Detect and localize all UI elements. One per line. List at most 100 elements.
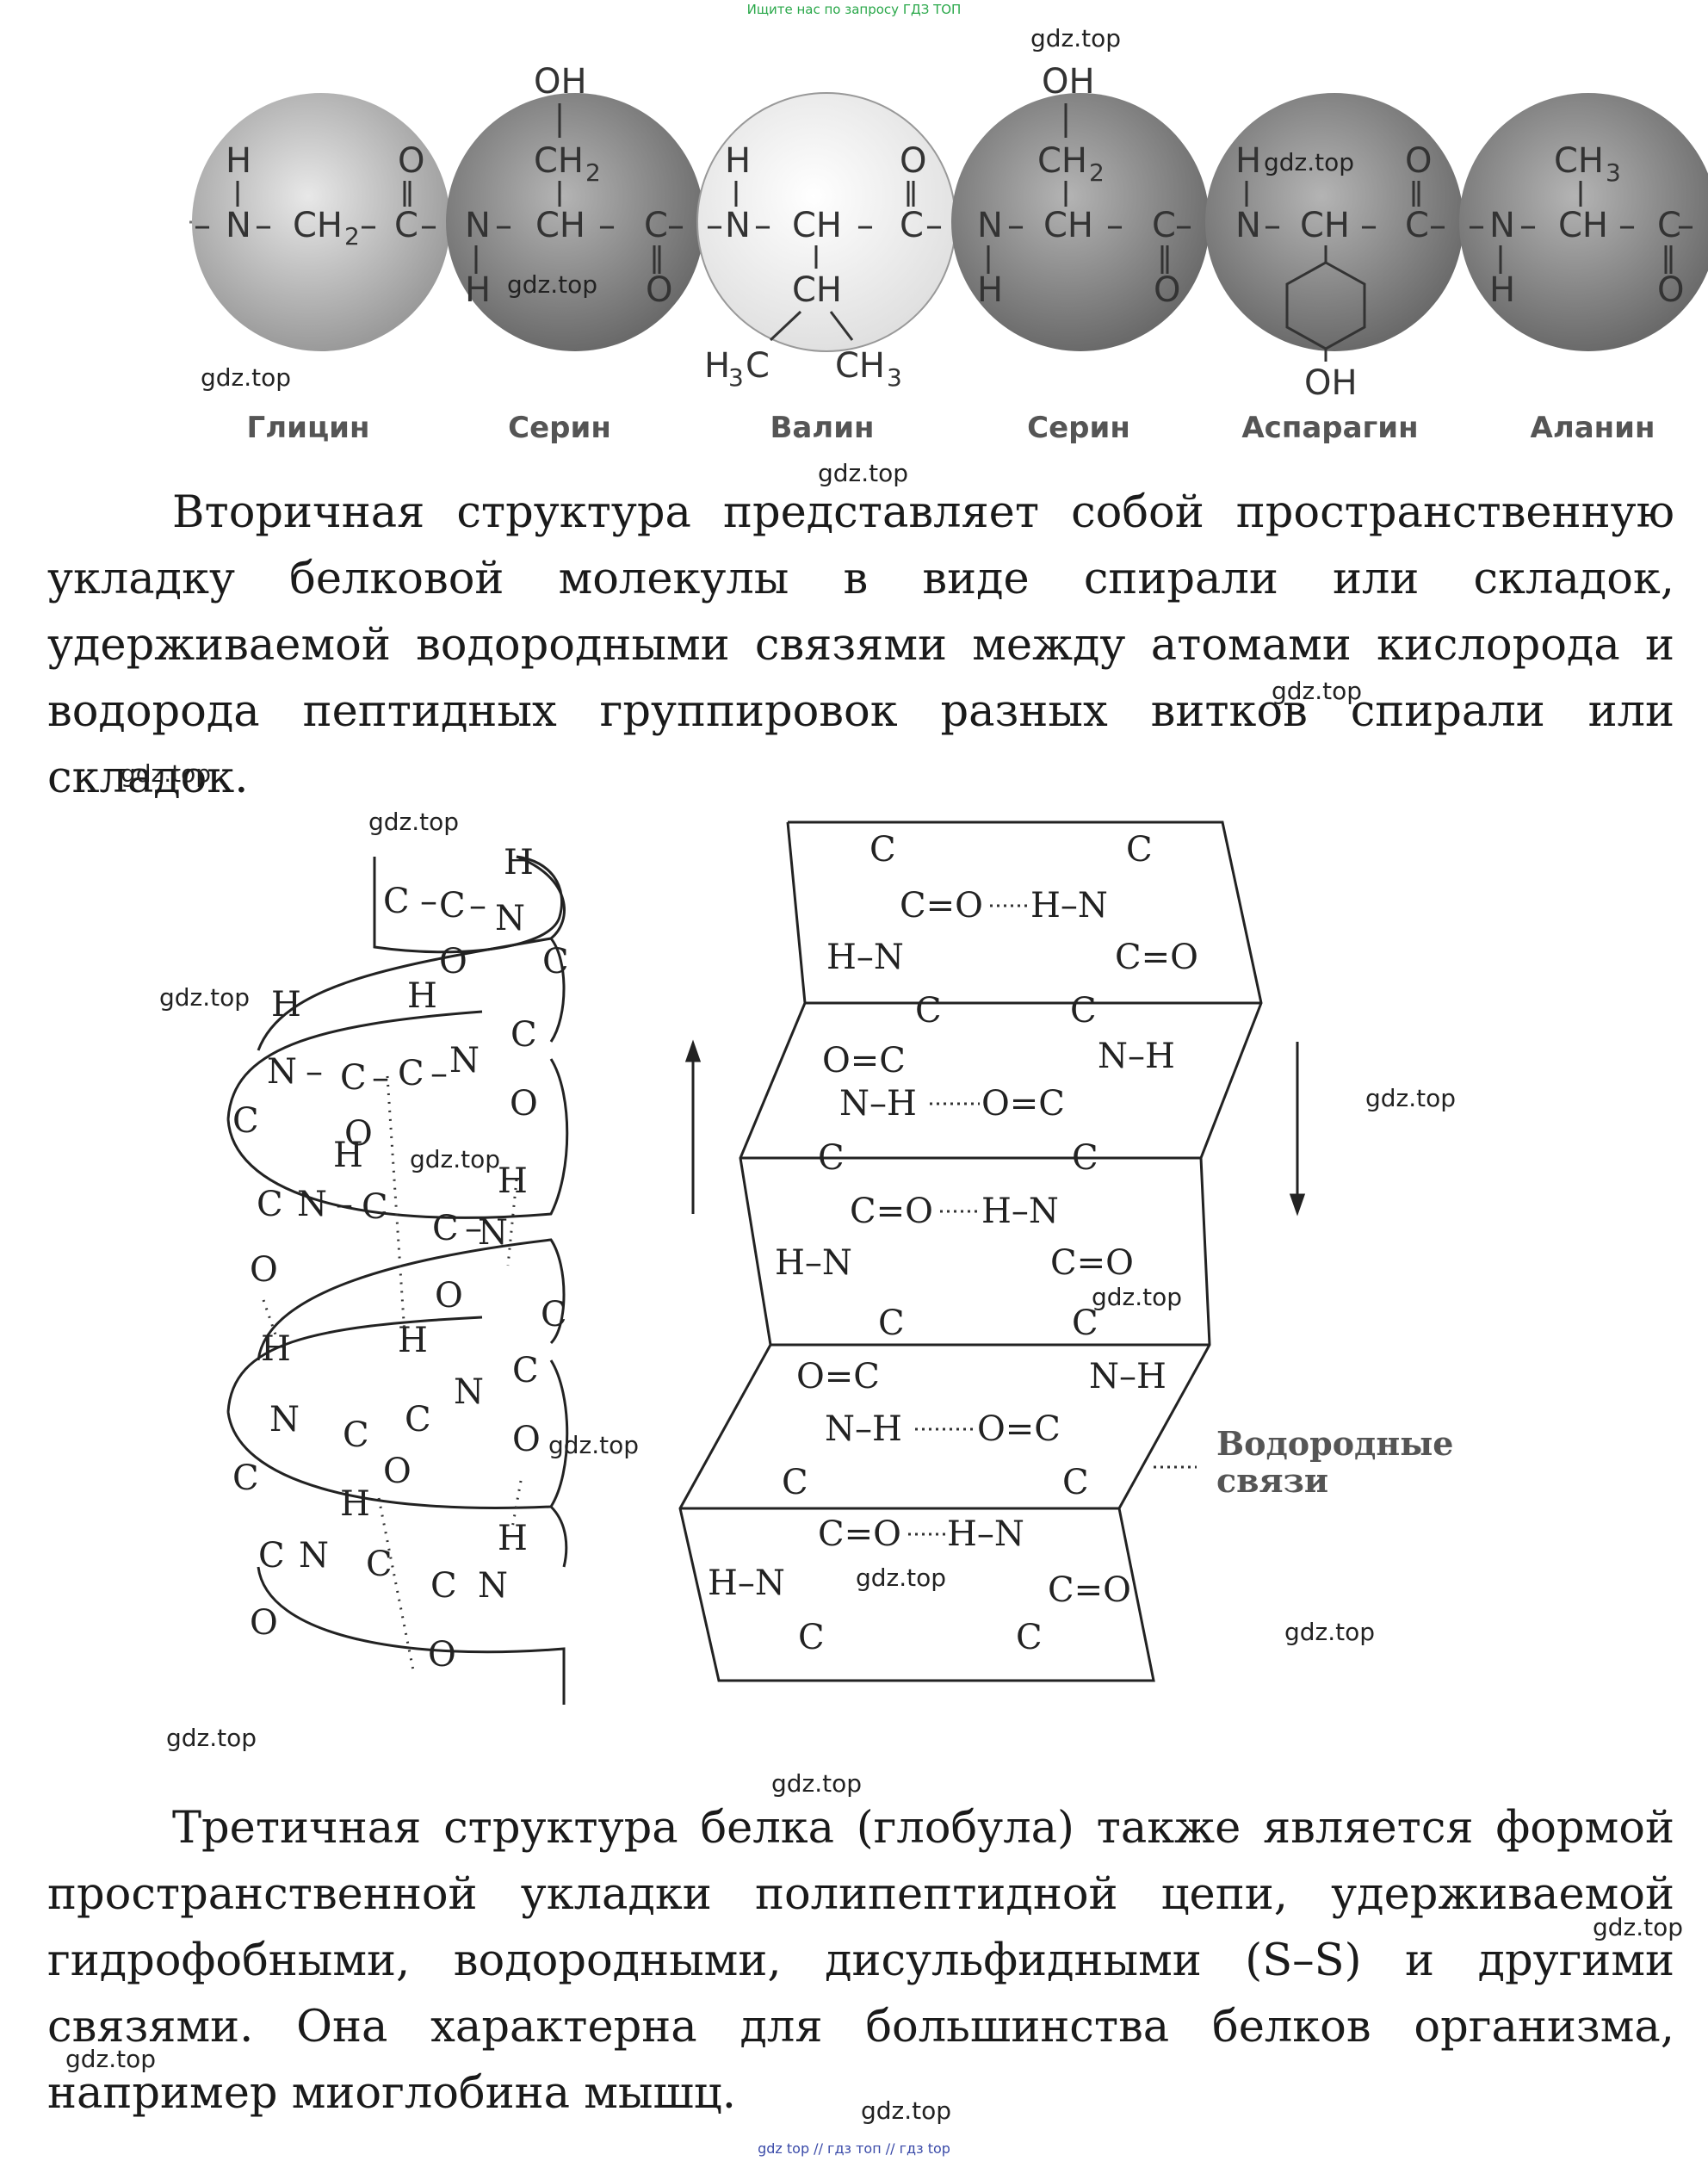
svg-text:–: – [857, 206, 874, 245]
svg-text:3: 3 [728, 363, 744, 392]
svg-text:C: C [258, 1536, 285, 1576]
svg-text:N: N [1235, 206, 1261, 245]
amino-label-serine-2: Серин [1027, 411, 1130, 445]
svg-text:C: C [512, 1351, 539, 1390]
svg-text:CH: CH [1554, 141, 1604, 181]
svg-text:C: C [398, 1054, 424, 1093]
svg-text:H: H [725, 141, 751, 181]
svg-text:O: O [344, 1114, 373, 1154]
alpha-helix [226, 855, 569, 1705]
amino-label-alanine: Аланин [1531, 411, 1655, 445]
svg-text:H: H [261, 1329, 291, 1369]
watermark: gdz.top [1092, 1283, 1183, 1311]
svg-text:–: – [1429, 206, 1446, 245]
svg-text:O=C: O=C [977, 1409, 1061, 1449]
svg-text:C: C [1072, 1138, 1098, 1178]
watermark: gdz.top [1284, 1618, 1376, 1646]
svg-text:H–N: H–N [981, 1192, 1059, 1231]
svg-text:N: N [465, 206, 491, 245]
svg-text:C: C [818, 1138, 845, 1178]
svg-text:–: – [255, 206, 272, 245]
svg-text:H: H [271, 985, 301, 1025]
svg-text:C: C [915, 991, 942, 1031]
svg-text:O: O [435, 1276, 463, 1316]
svg-text:C: C [900, 206, 924, 245]
svg-text:H: H [704, 346, 730, 386]
svg-text:N: N [454, 1372, 484, 1412]
svg-text:–: – [306, 1052, 323, 1092]
svg-text:–: – [420, 882, 437, 921]
svg-text:H: H [977, 270, 1003, 310]
watermark: gdz.top [1030, 24, 1122, 53]
alanine-sphere [1459, 93, 1708, 351]
svg-text:H: H [465, 270, 491, 310]
svg-text:C: C [1405, 206, 1429, 245]
svg-text:2: 2 [344, 222, 360, 251]
svg-text:C: C [366, 1545, 393, 1584]
svg-text:N: N [269, 1400, 300, 1440]
svg-text:H–N: H–N [947, 1514, 1024, 1554]
svg-text:–: – [1360, 206, 1377, 245]
svg-text:–: – [430, 1054, 448, 1093]
svg-text:C: C [511, 1015, 537, 1055]
footer-note: gdz top // гдз топ // гдз top [758, 2140, 950, 2157]
svg-text:C: C [362, 1187, 388, 1227]
svg-text:N–H: N–H [1098, 1037, 1175, 1076]
svg-text:H: H [333, 1136, 363, 1175]
svg-text:CH: CH [1300, 206, 1350, 245]
svg-text:O: O [439, 942, 467, 981]
watermark: gdz.top [65, 2045, 157, 2073]
svg-text:–: – [706, 206, 723, 245]
svg-text:N–H: N–H [825, 1409, 902, 1449]
watermark: gdz.top [507, 270, 598, 299]
svg-text:H: H [398, 1321, 428, 1360]
svg-text:C: C [405, 1400, 431, 1440]
header-note: Ищите нас по запросу ГДЗ ТОП [746, 2, 962, 17]
sheet-legend-line1: Водородные [1216, 1424, 1453, 1463]
svg-text:N–H: N–H [1089, 1357, 1167, 1396]
svg-text:N: N [478, 1566, 508, 1606]
svg-text:C: C [541, 1295, 567, 1334]
svg-text:H–N: H–N [826, 938, 904, 977]
watermark: gdz.top [201, 363, 292, 392]
svg-text:–: – [194, 206, 211, 245]
watermark: gdz.top [121, 759, 212, 788]
svg-text:O=C: O=C [796, 1357, 880, 1396]
svg-text:C: C [1070, 991, 1097, 1031]
watermark: gdz.top [861, 2096, 952, 2125]
watermark: gdz.top [159, 983, 251, 1012]
watermark: gdz.top [1264, 148, 1355, 176]
svg-text:–: – [465, 1209, 482, 1248]
svg-text:N–H: N–H [839, 1084, 917, 1124]
svg-text:O: O [1154, 270, 1180, 310]
svg-text:–: – [1677, 206, 1694, 245]
svg-text:H: H [226, 141, 251, 181]
svg-text:OH: OH [1304, 363, 1358, 403]
svg-text:O: O [510, 1084, 538, 1124]
svg-text:2: 2 [1089, 158, 1105, 187]
svg-text:O=C: O=C [981, 1084, 1065, 1124]
svg-text:C: C [878, 1303, 905, 1343]
beta-arrows [684, 1039, 1306, 1217]
svg-text:C=O: C=O [850, 1192, 933, 1231]
svg-text:O: O [250, 1250, 278, 1290]
svg-text:CH: CH [1043, 206, 1093, 245]
svg-text:–: – [598, 206, 616, 245]
amino-label-glycine: Глицин [247, 411, 370, 445]
svg-text:C: C [383, 882, 410, 921]
svg-text:O: O [1657, 270, 1684, 310]
svg-text:N: N [1489, 206, 1515, 245]
svg-text:C: C [257, 1185, 283, 1224]
svg-text:N: N [297, 1185, 327, 1224]
svg-text:C: C [1657, 206, 1681, 245]
svg-text:C: C [1126, 830, 1153, 870]
svg-text:C: C [542, 942, 569, 981]
svg-text:N: N [495, 899, 525, 938]
svg-text:H–N: H–N [1030, 886, 1108, 926]
svg-text:C: C [1152, 206, 1176, 245]
svg-text:O: O [398, 141, 424, 181]
paragraph-tertiary-structure: Третичная структура белка (глобула) такж… [47, 1803, 1674, 2119]
svg-text:–: – [1007, 206, 1024, 245]
svg-text:OH: OH [534, 62, 587, 102]
svg-text:OH: OH [1042, 62, 1095, 102]
